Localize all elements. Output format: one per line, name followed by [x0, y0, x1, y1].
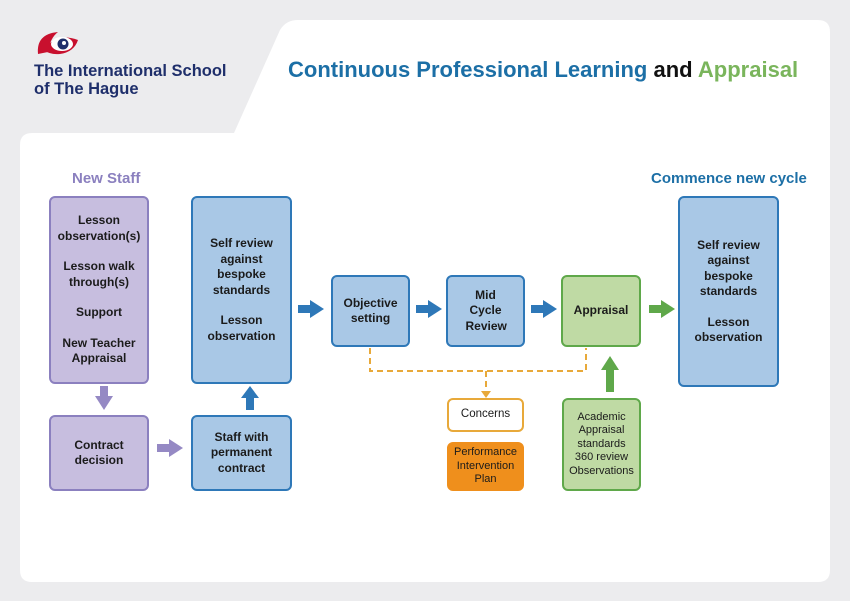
new-cycle-self-review-box: Self review against bespoke standards Le… — [678, 196, 779, 387]
objective-setting-box: Objective setting — [331, 275, 410, 347]
new-staff-item: Support — [76, 305, 122, 320]
new-staff-item: New Teacher Appraisal — [62, 335, 136, 366]
new-staff-item: Lesson walk through(s) — [63, 259, 135, 289]
logo-text-line1: The International School — [34, 62, 227, 80]
performance-intervention-plan-box: Performance Intervention Plan — [447, 442, 524, 491]
concerns-box: Concerns — [447, 398, 524, 432]
permanent-contract-box: Staff with permanent contract — [191, 415, 292, 491]
contract-decision-label: Contract decision — [74, 437, 124, 468]
permanent-contract-label: Staff with permanent contract — [210, 429, 273, 475]
concerns-label: Concerns — [460, 408, 511, 421]
new-staff-box: Lesson observation(s) Lesson walk throug… — [49, 196, 149, 384]
title-part-1: Continuous Professional Learning — [288, 57, 648, 82]
appraisal-label: Appraisal — [573, 303, 629, 318]
commence-new-cycle-heading: Commence new cycle — [651, 170, 807, 187]
objective-setting-label: Objective setting — [343, 295, 398, 326]
self-review-item: Lesson observation — [207, 313, 276, 343]
mid-cycle-review-label: Mid Cycle Review — [465, 287, 507, 333]
new-cycle-item: Self review against bespoke standards — [697, 237, 760, 299]
self-review-item: Self review against bespoke standards — [210, 236, 273, 297]
mid-cycle-review-box: Mid Cycle Review — [446, 275, 525, 347]
title-part-2: and — [653, 57, 693, 82]
appraisal-box: Appraisal — [561, 275, 641, 347]
contract-decision-box: Contract decision — [49, 415, 149, 491]
new-staff-heading: New Staff — [72, 170, 141, 187]
new-cycle-item: Lesson observation — [694, 314, 763, 345]
school-emblem-icon — [37, 32, 78, 55]
self-review-box: Self review against bespoke standards Le… — [191, 196, 292, 384]
page-title: Continuous Professional Learning and App… — [288, 57, 798, 83]
new-staff-item: Lesson observation(s) — [57, 213, 141, 243]
logo-text-line2: of The Hague — [34, 80, 139, 98]
performance-intervention-plan-label: Performance Intervention Plan — [454, 446, 517, 486]
academic-appraisal-box: Academic Appraisal standards 360 review … — [562, 398, 641, 491]
academic-appraisal-label: Academic Appraisal standards 360 review … — [569, 410, 634, 477]
title-part-3: Appraisal — [697, 57, 799, 82]
